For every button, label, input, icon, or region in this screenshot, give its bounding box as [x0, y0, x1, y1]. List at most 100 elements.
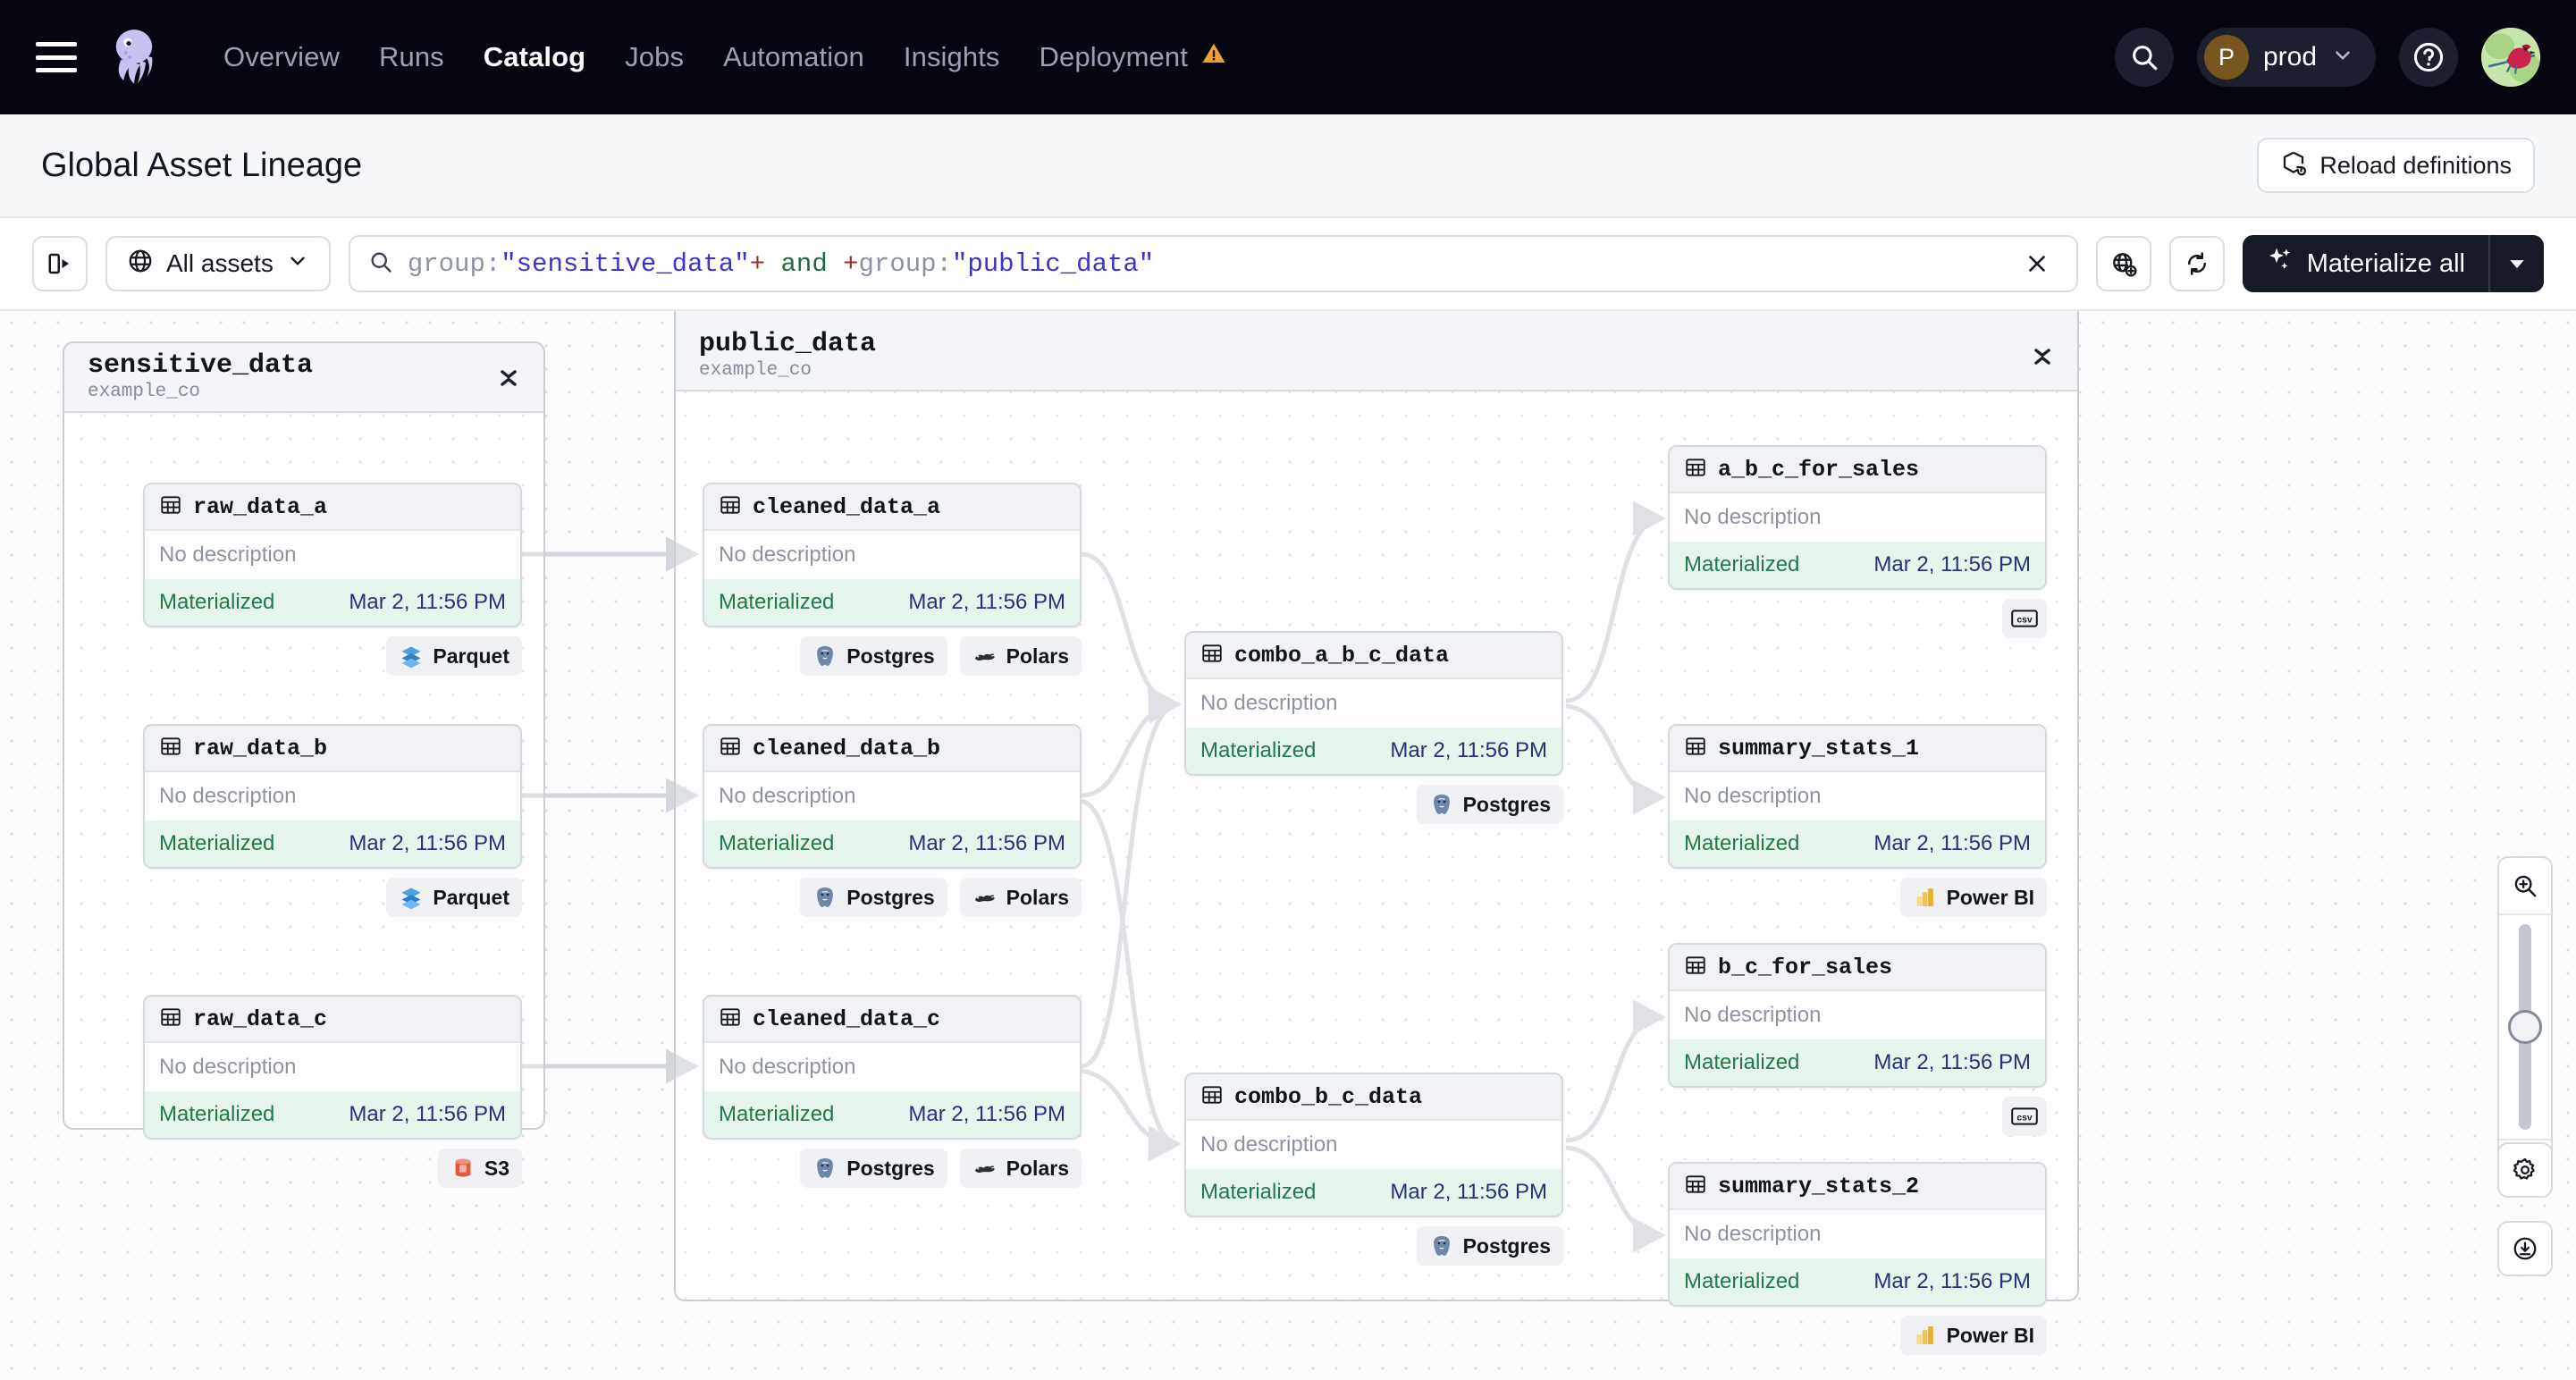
- asset-scope-selector[interactable]: All assets: [105, 236, 331, 291]
- asset-node-description: No description: [719, 1055, 856, 1079]
- nav-link-catalog[interactable]: Catalog: [483, 41, 586, 72]
- nav-link-deployment[interactable]: Deployment: [1020, 40, 1247, 74]
- asset-tag-label: Polars: [1006, 885, 1069, 909]
- chevron-down-icon: [286, 249, 309, 279]
- asset-node-header: raw_data_c: [145, 997, 520, 1043]
- hamburger-menu-icon[interactable]: [36, 42, 77, 72]
- nav-link-insights[interactable]: Insights: [903, 41, 1000, 72]
- materialize-all-button[interactable]: Materialize all: [2243, 235, 2488, 292]
- global-search-icon[interactable]: [2114, 28, 2174, 87]
- asset-tag-label: Polars: [1006, 644, 1069, 668]
- asset-node-description: No description: [1200, 1132, 1338, 1157]
- asset-tag-csv[interactable]: csv: [2002, 1097, 2047, 1136]
- table-icon: [159, 735, 182, 762]
- asset-tag-postgres[interactable]: Postgres: [1416, 1226, 1563, 1266]
- user-avatar[interactable]: [2481, 28, 2540, 87]
- zoom-slider-thumb[interactable]: [2508, 1010, 2542, 1044]
- asset-node-timestamp: Mar 2, 11:56 PM: [1390, 738, 1547, 762]
- reload-definitions-button[interactable]: Reload definitions: [2257, 138, 2535, 193]
- asset-node-status: Materialized: [719, 590, 835, 614]
- asset-node-status: Materialized: [1684, 831, 1800, 855]
- polars-icon: [972, 885, 998, 910]
- asset-tag-postgres[interactable]: Postgres: [800, 1149, 947, 1188]
- asset-tag-polars[interactable]: Polars: [959, 878, 1082, 917]
- materialize-dropdown-caret-icon[interactable]: [2488, 235, 2544, 292]
- asset-node-timestamp: Mar 2, 11:56 PM: [1390, 1180, 1547, 1204]
- asset-tag-label: Postgres: [1462, 792, 1551, 816]
- collapse-vertical-icon[interactable]: [493, 363, 524, 393]
- asset-node-tags: Parquet: [143, 636, 522, 676]
- asset-node-header: cleaned_data_b: [704, 726, 1080, 772]
- postgres-icon: [812, 885, 838, 910]
- asset-tag-label: S3: [484, 1156, 509, 1180]
- asset-node-description: No description: [719, 543, 856, 567]
- asset-tag-postgres[interactable]: Postgres: [1416, 785, 1563, 824]
- table-icon: [1200, 1083, 1224, 1111]
- asset-node-status: Materialized: [159, 590, 275, 614]
- asset-node-status: Materialized: [719, 1102, 835, 1126]
- help-circle-icon[interactable]: [2399, 28, 2458, 87]
- asset-node-title: cleaned_data_a: [753, 493, 941, 520]
- table-icon: [1684, 456, 1707, 484]
- collapse-vertical-icon[interactable]: [2027, 341, 2058, 372]
- asset-node-header: raw_data_a: [145, 484, 520, 531]
- deployment-selector[interactable]: P prod: [2196, 28, 2376, 87]
- asset-tag-postgres[interactable]: Postgres: [800, 636, 947, 676]
- asset-node-title: summary_stats_1: [1718, 735, 1920, 762]
- sparkle-icon: [2266, 246, 2294, 282]
- top-navigation-bar: Overview Runs Catalog Jobs Automation In…: [0, 0, 2576, 114]
- table-icon: [719, 1006, 742, 1033]
- warning-triangle-icon: [1200, 40, 1227, 74]
- dagster-logo-icon[interactable]: [100, 23, 168, 91]
- asset-node-status-footer: Materialized Mar 2, 11:56 PM: [704, 1091, 1080, 1138]
- globe-add-button[interactable]: [2095, 236, 2151, 291]
- zoom-slider[interactable]: [2499, 915, 2551, 1139]
- asset-tag-polars[interactable]: Polars: [959, 636, 1082, 676]
- nav-link-automation[interactable]: Automation: [723, 41, 864, 72]
- nav-link-jobs[interactable]: Jobs: [625, 41, 685, 72]
- table-icon: [1200, 642, 1224, 669]
- asset-tag-s3[interactable]: S3: [437, 1149, 522, 1188]
- nav-link-runs[interactable]: Runs: [379, 41, 444, 72]
- asset-tag-label: Postgres: [1462, 1233, 1551, 1258]
- asset-tag-power-bi[interactable]: Power BI: [1899, 878, 2047, 917]
- lineage-settings-button[interactable]: [2497, 1142, 2553, 1198]
- asset-group-header: sensitive_data example_co: [64, 343, 543, 413]
- nav-link-overview[interactable]: Overview: [223, 41, 340, 72]
- asset-tag-power-bi[interactable]: Power BI: [1899, 1316, 2047, 1355]
- page-title: Global Asset Lineage: [41, 146, 363, 184]
- zoom-in-icon[interactable]: [2499, 858, 2551, 913]
- asset-tag-polars[interactable]: Polars: [959, 1149, 1082, 1188]
- asset-tag-parquet[interactable]: Parquet: [386, 878, 522, 917]
- asset-tag-csv[interactable]: csv: [2002, 599, 2047, 638]
- sidebar-toggle-button[interactable]: [32, 236, 88, 291]
- asset-tag-label: Postgres: [846, 1156, 935, 1180]
- asset-node-timestamp: Mar 2, 11:56 PM: [908, 1102, 1065, 1126]
- asset-tag-parquet[interactable]: Parquet: [386, 636, 522, 676]
- fit-to-screen-button[interactable]: [2497, 1221, 2553, 1276]
- refresh-button[interactable]: [2168, 236, 2225, 291]
- asset-lineage-canvas[interactable]: sensitive_data example_co public_data ex…: [0, 311, 2576, 1380]
- deployment-name: prod: [2262, 42, 2317, 72]
- asset-tag-postgres[interactable]: Postgres: [800, 878, 947, 917]
- asset-query-search-input[interactable]: group:"sensitive_data"+ and +group:"publ…: [348, 235, 2078, 292]
- asset-node-description: No description: [719, 784, 856, 808]
- clear-query-icon[interactable]: [2016, 242, 2058, 285]
- asset-node-tags: Postgres Polars: [703, 878, 1082, 917]
